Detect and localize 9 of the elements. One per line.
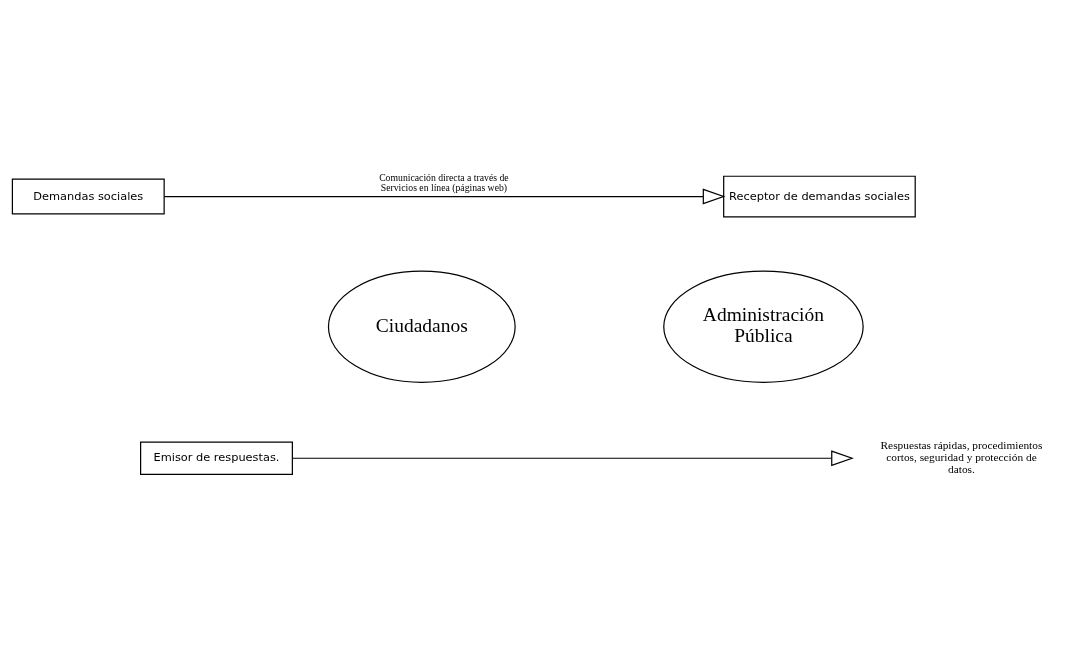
node-ellipse: Ciudadanos [327,270,516,383]
node-text: Respuestas rápidas, procedimientos cortos, seguridad y protección de datos. [880,439,1043,476]
edge-label: Comunicación directa a través de Servicios en línea (páginas web) [379,171,509,194]
arrow [163,188,726,205]
node-box: Receptor de demandas sociales [723,175,916,218]
node-box: Demandas sociales [11,178,165,215]
node-ellipse: Administración Pública [663,270,864,383]
arrow [291,450,854,467]
node-box: Emisor de respuestas. [140,441,293,476]
